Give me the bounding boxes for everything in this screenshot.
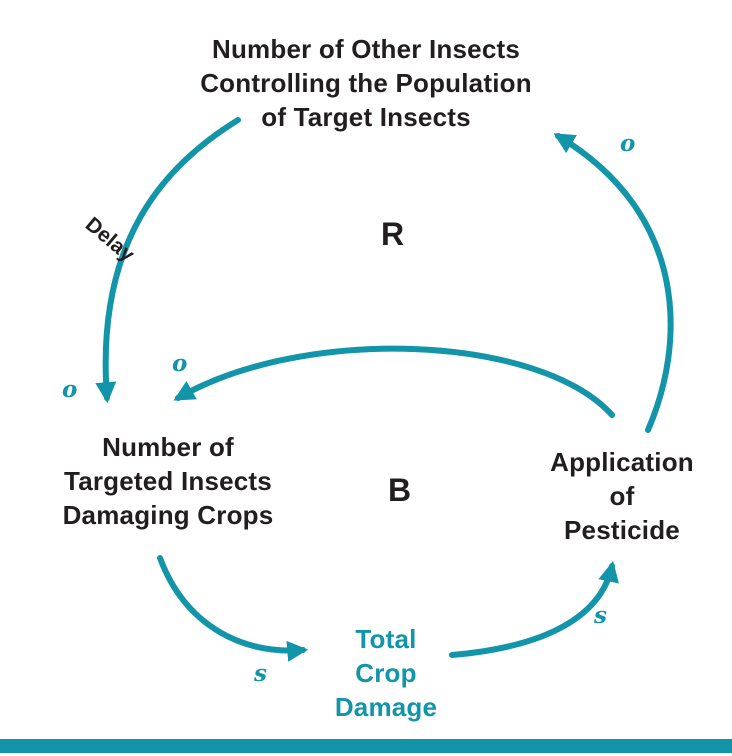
polarity-o-pesticide-to-top: o xyxy=(620,130,636,157)
arrow-other-insects-to-targeted-insects xyxy=(95,117,241,404)
node-targeted-insects-line3: Damaging Crops xyxy=(62,500,274,530)
node-pesticide: Application of Pesticide xyxy=(512,445,732,547)
bottom-divider-bar xyxy=(0,739,732,753)
arrow-pesticide-to-other-insects xyxy=(553,133,674,433)
node-other-insects-line3: of Target Insects xyxy=(261,102,471,132)
node-crop-damage-line2: Crop xyxy=(355,658,417,688)
polarity-o-top-to-left: o xyxy=(62,376,78,403)
node-crop-damage: Total Crop Damage xyxy=(296,622,476,724)
node-other-insects: Number of Other Insects Controlling the … xyxy=(146,32,586,134)
polarity-o-pesticide-to-left: o xyxy=(172,350,188,377)
node-crop-damage-line1: Total xyxy=(355,624,417,654)
node-other-insects-line1: Number of Other Insects xyxy=(212,34,520,64)
loop-label-reinforcing: R xyxy=(381,216,405,252)
node-crop-damage-line3: Damage xyxy=(334,692,438,722)
arrow-pesticide-to-targeted-insects xyxy=(173,345,615,418)
node-targeted-insects: Number of Targeted Insects Damaging Crop… xyxy=(28,430,308,532)
node-pesticide-line2: of xyxy=(609,481,635,511)
node-targeted-insects-line1: Number of xyxy=(102,432,234,462)
loop-label-balancing: B xyxy=(388,472,412,508)
polarity-s-left-to-damage: s xyxy=(254,660,267,687)
arrow-crop-damage-to-pesticide xyxy=(449,560,619,658)
node-targeted-insects-line2: Targeted Insects xyxy=(64,466,272,496)
polarity-s-damage-to-pesticide: s xyxy=(594,602,607,629)
node-pesticide-line1: Application xyxy=(550,447,694,477)
node-pesticide-line3: Pesticide xyxy=(564,515,680,545)
arrow-targeted-insects-to-crop-damage xyxy=(157,555,309,662)
node-other-insects-line2: Controlling the Population xyxy=(200,68,532,98)
